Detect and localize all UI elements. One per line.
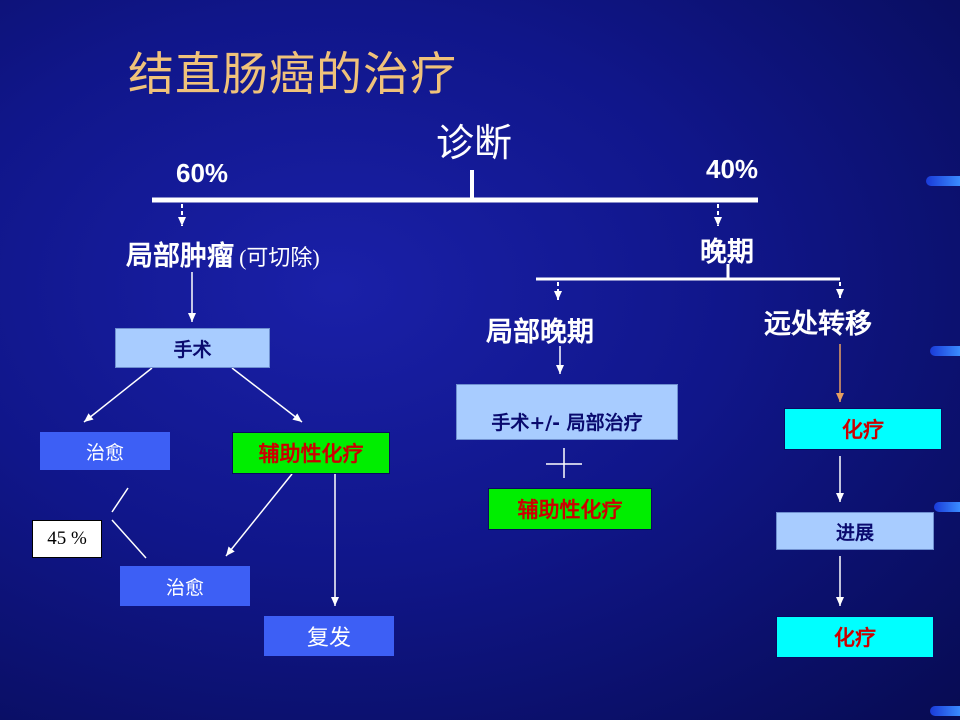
root-node-label: 诊断 (436, 121, 513, 165)
cure-box-2: 治愈 (120, 566, 250, 606)
progress-box: 进展 (776, 512, 934, 550)
adjuvant-chemo-box-1: 辅助性化疗 (232, 432, 390, 474)
late-stage-label: 晚期 (700, 237, 754, 268)
decor-stripe (930, 346, 960, 356)
local-tumor-sub: (可切除) (239, 245, 320, 270)
local-tumor-node: 局部肿瘤 (可切除) (126, 234, 320, 273)
cure-box-1: 治愈 (40, 432, 170, 470)
decor-stripe (930, 706, 960, 716)
chemo-box-2: 化疗 (776, 616, 934, 658)
adjuvant-chemo-box-2: 辅助性化疗 (488, 488, 652, 530)
distant-meta-label: 远处转移 (764, 309, 872, 340)
relapse-box: 复发 (264, 616, 394, 656)
local-tumor-label: 局部肿瘤 (126, 241, 234, 272)
surgery-local-box: 手术+/- 局部治疗 (456, 384, 678, 440)
decor-stripe (934, 502, 960, 512)
surgery-box: 手术 (115, 328, 270, 368)
decor-stripe (926, 176, 960, 186)
page-title: 结直肠癌的治疗 (128, 47, 457, 101)
left-percent: 60% (176, 158, 229, 188)
percent-box: 45 % (32, 520, 102, 558)
chemo-box-1: 化疗 (784, 408, 942, 450)
right-percent: 40% (706, 154, 759, 184)
local-late-label: 局部晚期 (486, 317, 594, 348)
